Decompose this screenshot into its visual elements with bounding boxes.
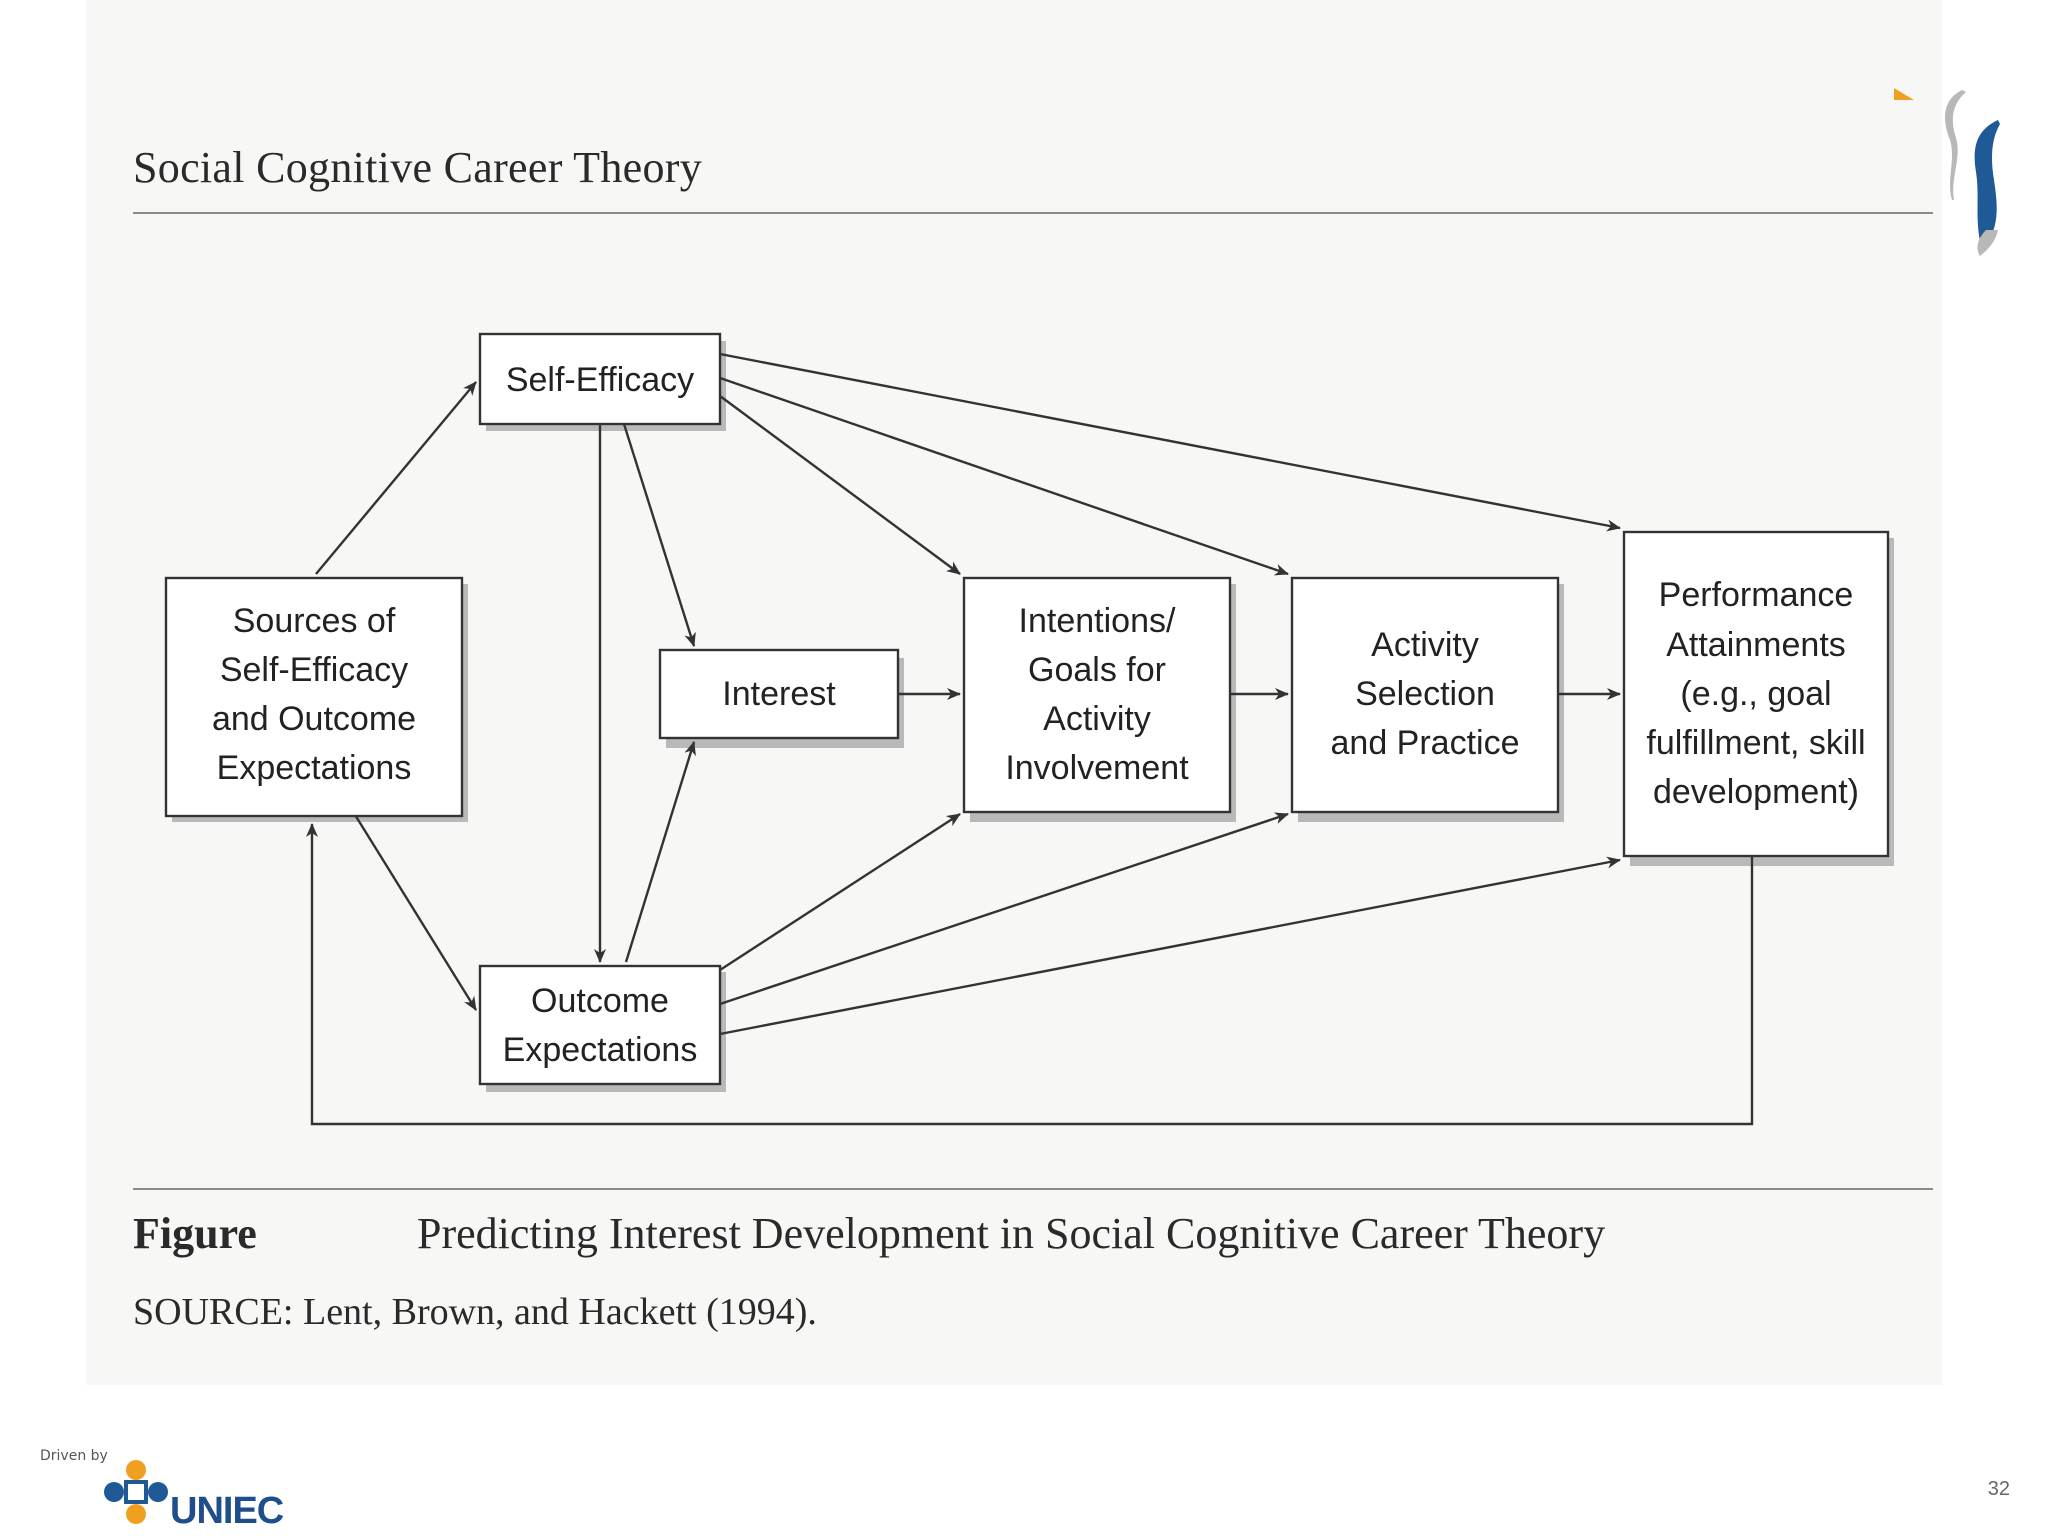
corner-logo-icon (1894, 88, 2000, 256)
box-activity (1290, 576, 1560, 814)
box-sources (164, 576, 464, 818)
label-self-efficacy: Self-Efficacy (506, 361, 694, 399)
label-intentions-line1: Intentions/ (1019, 602, 1176, 640)
figure-title: Predicting Interest Development in Socia… (417, 1209, 1606, 1258)
label-intentions-line3: Activity (1043, 700, 1151, 738)
box-intentions (962, 576, 1232, 814)
logo-blue-swoosh (1974, 120, 2000, 250)
driven-by-label: Driven by (40, 1448, 108, 1464)
label-sources-line4: Expectations (217, 749, 412, 787)
label-interest: Interest (722, 675, 836, 713)
label-activity-line3: and Practice (1331, 724, 1520, 762)
label-performance-line5: development) (1653, 773, 1859, 811)
figure-source: SOURCE: Lent, Brown, and Hackett (1994). (133, 1291, 817, 1333)
label-sources-line1: Sources of (233, 602, 396, 640)
arrow-sources-to-self-efficacy (315, 381, 477, 575)
label-performance-line2: Attainments (1666, 626, 1846, 664)
label-activity-line2: Selection (1355, 675, 1495, 713)
box-self-efficacy (478, 332, 722, 426)
label-activity-line1: Activity (1371, 626, 1479, 664)
label-outcome-line1: Outcome (531, 982, 669, 1020)
arrow-self-efficacy-to-activity (719, 376, 1289, 576)
logo-gray-base (1977, 230, 1998, 256)
arrow-outcome-to-interest (624, 741, 696, 963)
figure-label: Figure (133, 1209, 257, 1258)
arrow-self-efficacy-to-performance (719, 352, 1621, 532)
label-intentions-line2: Goals for (1028, 651, 1166, 689)
scct-diagram: Self-Efficacy Sources of Self-Efficacy a… (164, 332, 1894, 1126)
logo-gray-swoosh (1945, 90, 1966, 200)
label-intentions-line4: Involvement (1005, 749, 1189, 787)
arrow-performance-feedback-to-sources (306, 823, 1754, 1126)
diagram-arrows (306, 352, 1754, 1126)
caption-rule (133, 1188, 1933, 1190)
label-performance-line1: Performance (1659, 576, 1854, 614)
label-sources-line3: and Outcome (212, 700, 416, 738)
page-title: Social Cognitive Career Theory (133, 143, 703, 192)
arrow-sources-to-outcome (350, 809, 478, 1011)
uniec-logo-icon (104, 1460, 168, 1524)
label-performance-line4: fulfillment, skill (1646, 724, 1865, 762)
page-number: 32 (1987, 1478, 2010, 1500)
box-outcome (478, 964, 722, 1086)
arrow-outcome-to-performance (719, 856, 1621, 1036)
box-interest (658, 648, 900, 740)
title-rule (133, 212, 1933, 214)
logo-orange-mark (1894, 88, 1914, 100)
diagram-boxes (164, 332, 1890, 1086)
box-performance (1622, 530, 1890, 858)
label-sources-line2: Self-Efficacy (220, 651, 408, 689)
arrow-self-efficacy-to-intentions (719, 395, 961, 575)
arrow-outcome-to-intentions (719, 812, 961, 972)
brand-name: UNIEC (170, 1490, 284, 1532)
arrow-outcome-to-activity (719, 812, 1289, 1006)
figure-caption: Figure Predicting Interest Development in… (133, 1208, 1933, 1259)
label-outcome-line2: Expectations (503, 1031, 698, 1069)
arrow-self-efficacy-to-interest (622, 423, 696, 647)
label-performance-line3: (e.g., goal (1680, 675, 1831, 713)
